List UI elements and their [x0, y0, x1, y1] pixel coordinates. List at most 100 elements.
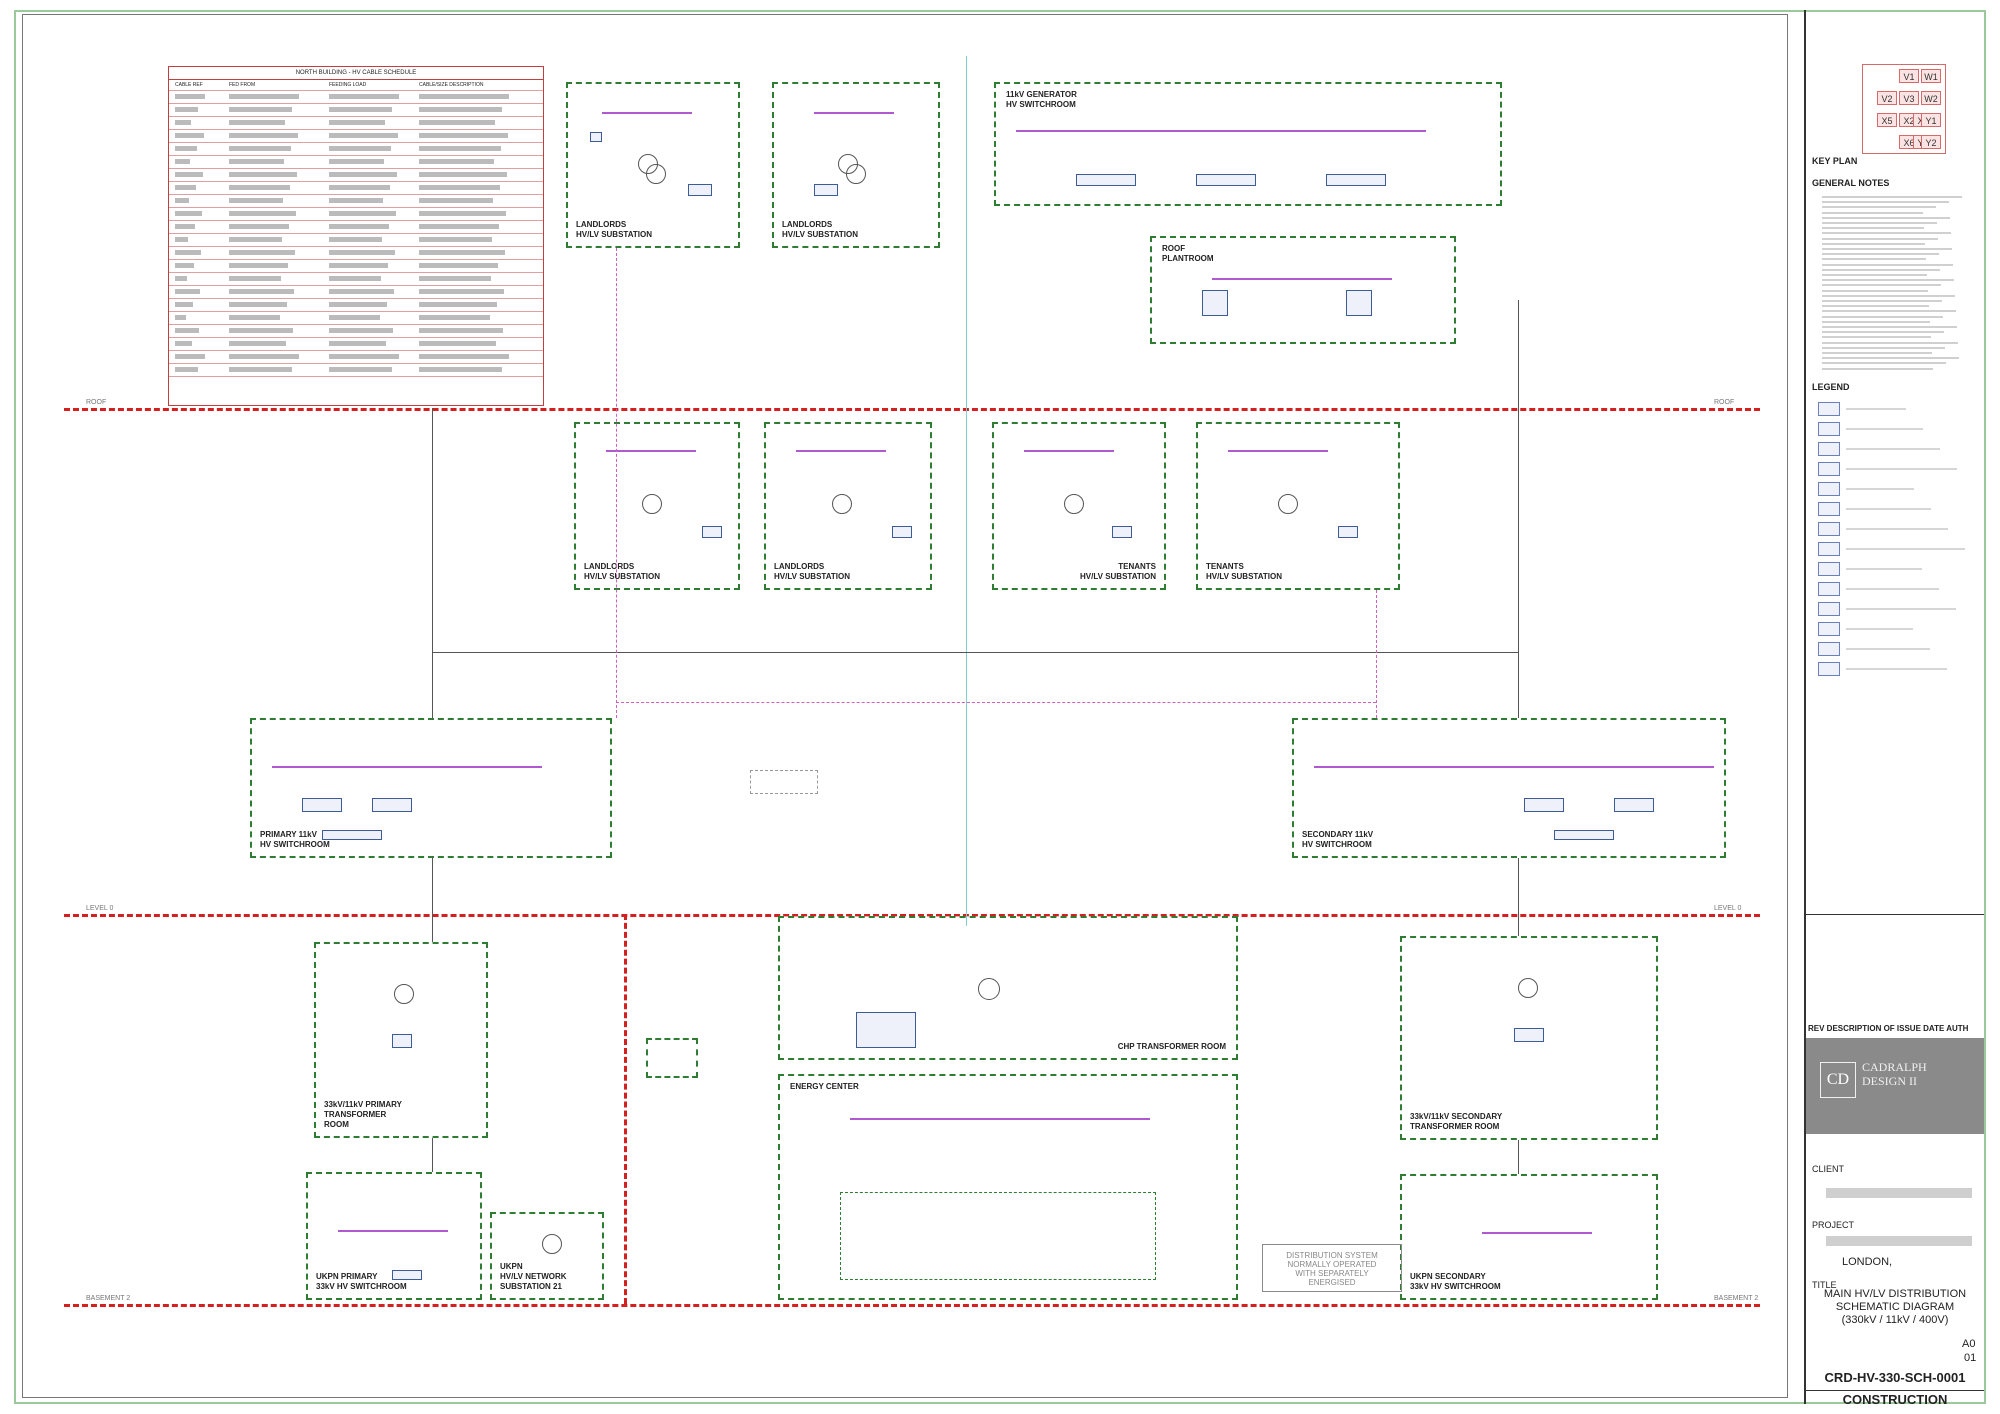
schedule-row	[169, 195, 543, 208]
panel-landlords-substation-roof-2: LANDLORDS HV/LV SUBSTATION	[772, 82, 940, 248]
panel-ukpn-primary-switchroom: UKPN PRIMARY 33kV HV SWITCHROOM	[306, 1172, 482, 1300]
panel-ukpn-network-substation: UKPN HV/LV NETWORK SUBSTATION 21	[490, 1212, 604, 1300]
distribution-note: DISTRIBUTION SYSTEM NORMALLY OPERATED WI…	[1262, 1244, 1402, 1292]
schedule-cell	[419, 315, 490, 320]
lv-panel-symbol	[702, 526, 722, 538]
panel-label: CHP TRANSFORMER ROOM	[1117, 1042, 1226, 1051]
schedule-cell	[175, 146, 197, 151]
note-line	[1822, 367, 1933, 370]
panel-label: LANDLORDS HV/LV SUBSTATION	[782, 220, 858, 239]
sheet-size: A0	[1962, 1338, 1976, 1350]
lv-panel-symbol	[1112, 526, 1132, 538]
panel-secondary-transformer-room: 33kV/11kV SECONDARY TRANSFORMER ROOM	[1400, 936, 1658, 1140]
schedule-cell	[175, 276, 187, 281]
legend-symbol	[1818, 442, 1840, 456]
legend-text	[1846, 668, 1947, 670]
schedule-cell	[229, 367, 292, 372]
key-plan-cell: W2	[1921, 91, 1941, 105]
schedule-cell	[419, 198, 493, 203]
note-line	[1822, 268, 1940, 271]
schedule-cell	[229, 159, 284, 164]
panel-chp-transformer-room: CHP TRANSFORMER ROOM	[778, 916, 1238, 1060]
schedule-cell	[329, 146, 391, 151]
legend-text	[1846, 588, 1939, 590]
switchgear-group	[1196, 174, 1256, 186]
revision-number: 01	[1964, 1352, 1977, 1364]
schedule-row	[169, 130, 543, 143]
busbar	[602, 112, 692, 114]
schedule-cell	[175, 211, 202, 216]
schedule-cell	[229, 354, 299, 359]
note-line	[1822, 248, 1952, 250]
company-logo: CD CADRALPH DESIGN II	[1806, 1038, 1984, 1134]
schedule-cell	[329, 354, 399, 359]
schedule-cell	[419, 107, 502, 112]
schedule-cell	[175, 198, 189, 203]
busbar	[1482, 1232, 1592, 1234]
panel-label: LANDLORDS HV/LV SUBSTATION	[584, 562, 660, 581]
schedule-cell	[229, 211, 296, 216]
busbar	[338, 1230, 448, 1232]
note-line	[1822, 315, 1943, 318]
legend-text	[1846, 628, 1913, 630]
panel-label: SECONDARY 11kV HV SWITCHROOM	[1302, 830, 1374, 849]
busbar	[1024, 450, 1114, 452]
busbar	[850, 1118, 1150, 1120]
panel-label: 33kV/11kV SECONDARY TRANSFORMER ROOM	[1410, 1112, 1503, 1131]
schedule-col-desc: CABLE/SIZE DESCRIPTION	[419, 82, 484, 88]
schedule-cell	[329, 367, 392, 372]
general-notes-label: GENERAL NOTES	[1812, 178, 1890, 188]
schedule-cell	[175, 172, 203, 177]
legend-symbol	[1818, 522, 1840, 536]
note-line	[1822, 289, 1928, 292]
panel-roof-plantroom: ROOF PLANTROOM	[1150, 236, 1456, 344]
note-line	[1822, 237, 1938, 240]
panel-label: UKPN SECONDARY 33kV HV SWITCHROOM	[1410, 1272, 1501, 1291]
legend-symbol	[1818, 562, 1840, 576]
level-label-b2-right: BASEMENT 2	[1714, 1295, 1759, 1302]
panel-landlords-substation-l1-2: LANDLORDS HV/LV SUBSTATION	[764, 422, 932, 590]
schedule-col-ref: CABLE REF	[175, 82, 203, 88]
pilot-cable-route-horizontal	[616, 702, 1376, 703]
busbar	[1016, 130, 1426, 132]
note-line	[1822, 305, 1929, 308]
note-line	[1822, 336, 1931, 339]
title-label: TITLE	[1812, 1280, 1837, 1290]
generator-symbol	[1346, 290, 1372, 316]
note-line	[1822, 341, 1958, 344]
level-label-b2: BASEMENT 2	[86, 1295, 131, 1302]
panel-landlords-substation-roof-1: LANDLORDS HV/LV SUBSTATION	[566, 82, 740, 248]
schedule-cell	[329, 302, 387, 307]
schedule-cell	[329, 328, 393, 333]
panel-secondary-11kv-switchroom: SECONDARY 11kV HV SWITCHROOM	[1292, 718, 1726, 858]
revision-header: REV DESCRIPTION OF ISSUE DATE AUTH	[1808, 1024, 1969, 1033]
schedule-cell	[419, 289, 504, 294]
note-line	[1822, 242, 1925, 245]
schedule-cell	[229, 224, 289, 229]
schedule-cell	[419, 328, 503, 333]
panel-ukpn-secondary-switchroom: UKPN SECONDARY 33kV HV SWITCHROOM	[1400, 1174, 1658, 1300]
schedule-cell	[229, 328, 293, 333]
legend-symbol	[1818, 402, 1840, 416]
schedule-cell	[419, 120, 495, 125]
schedule-cell	[329, 159, 384, 164]
switchgear-group	[1524, 798, 1564, 812]
key-plan-cell: Y2	[1921, 135, 1941, 149]
busbar	[272, 766, 542, 768]
schedule-cell	[229, 146, 291, 151]
circuit-breaker	[590, 132, 602, 142]
legend-note-box	[750, 770, 818, 794]
legend-symbol	[1818, 542, 1840, 556]
schedule-cell	[329, 133, 398, 138]
legend-text	[1846, 568, 1922, 570]
legend-text	[1846, 548, 1965, 550]
schedule-cell	[419, 302, 497, 307]
schedule-cell	[229, 289, 294, 294]
transformer-symbol	[978, 978, 1000, 1000]
schedule-row	[169, 208, 543, 221]
legend-symbol	[1818, 582, 1840, 596]
schedule-cell	[175, 159, 190, 164]
panel-small-enclosure	[646, 1038, 698, 1078]
panel-label: UKPN PRIMARY 33kV HV SWITCHROOM	[316, 1272, 407, 1291]
panel-tenants-substation-2: TENANTS HV/LV SUBSTATION	[1196, 422, 1400, 590]
